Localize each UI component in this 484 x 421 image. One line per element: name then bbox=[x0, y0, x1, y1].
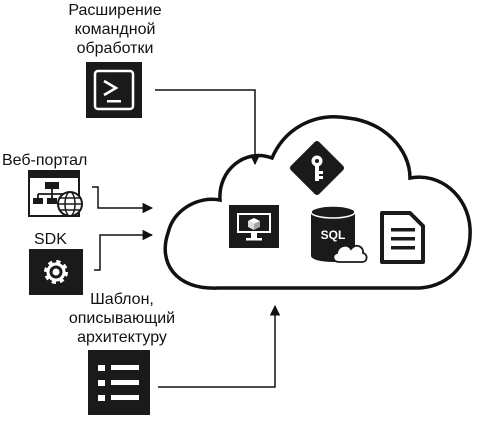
key-icon bbox=[289, 140, 345, 196]
arrow-cmd bbox=[155, 89, 261, 166]
cmd-label-line1: Расширение bbox=[68, 2, 162, 19]
cmd-label-line2: командной bbox=[74, 21, 156, 38]
cmd-label-line3: обработки bbox=[76, 40, 154, 57]
arrow-sdk bbox=[94, 229, 154, 271]
web-portal-label: Веб-портал bbox=[2, 152, 88, 169]
document-icon bbox=[380, 211, 425, 264]
monitor-icon bbox=[229, 205, 279, 248]
sql-label: SQL bbox=[321, 228, 346, 242]
arrow-portal bbox=[92, 186, 154, 214]
gear-icon bbox=[29, 249, 83, 295]
sql-database-icon: SQL bbox=[310, 205, 368, 263]
template-label-line3: архитектуру bbox=[77, 329, 167, 346]
template-label-line1: Шаблон, bbox=[90, 291, 154, 308]
arrow-template bbox=[158, 304, 281, 388]
terminal-icon bbox=[86, 62, 142, 118]
sitemap-globe-icon bbox=[28, 170, 83, 217]
template-label: Шаблон, описывающий архитектуру bbox=[50, 290, 194, 347]
template-label-line2: описывающий bbox=[68, 310, 176, 327]
cmd-extension-label: Расширение командной обработки bbox=[50, 1, 180, 58]
sdk-label: SDK bbox=[34, 231, 67, 248]
list-icon bbox=[88, 350, 150, 415]
